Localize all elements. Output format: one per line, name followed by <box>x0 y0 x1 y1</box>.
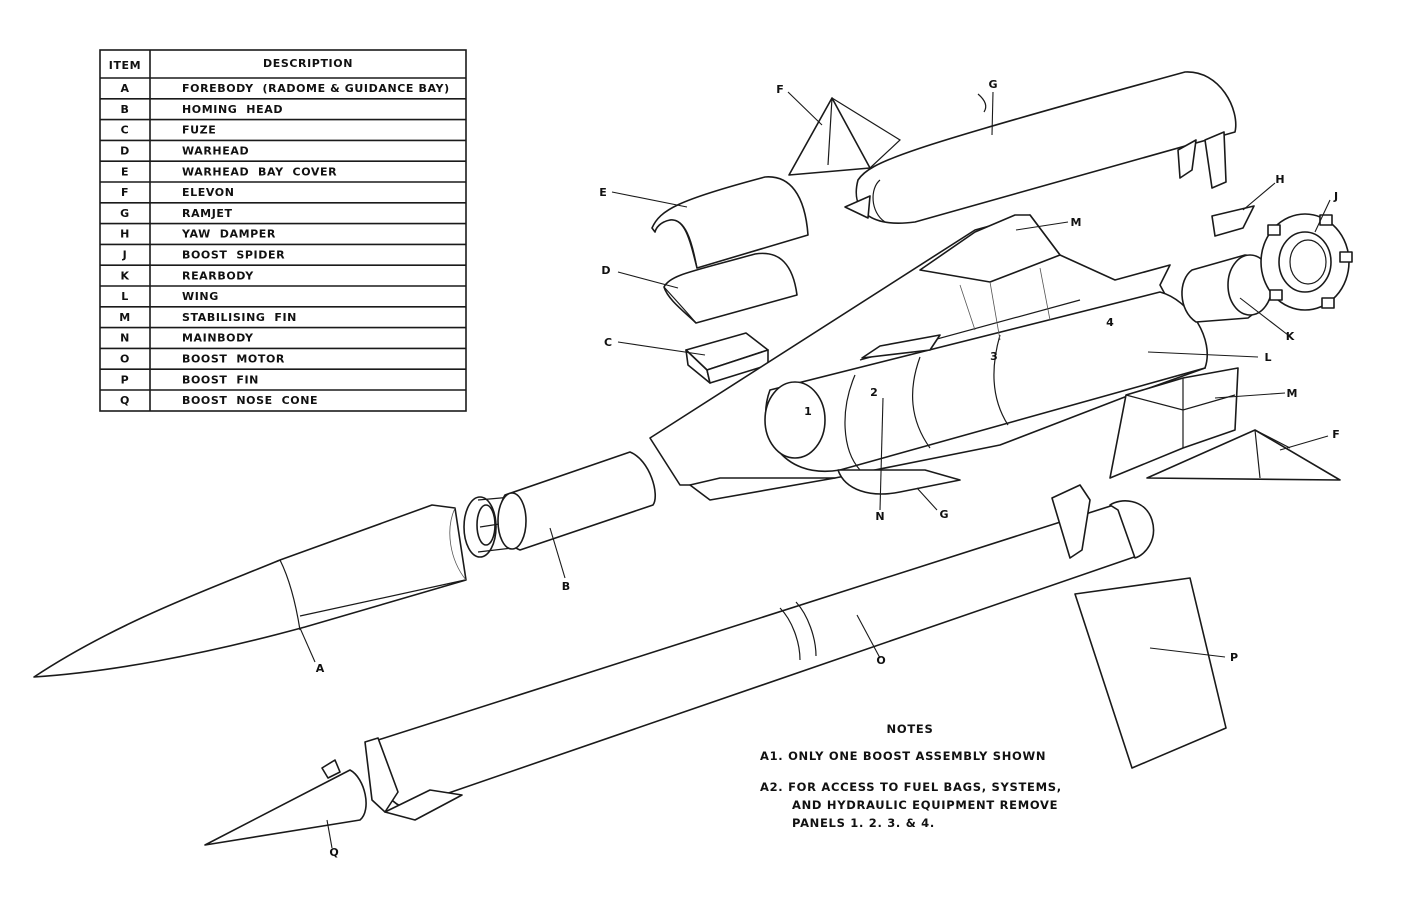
callout-p: P <box>1230 651 1238 664</box>
panel-2-label: 2 <box>870 386 878 399</box>
table-cell-item: L <box>121 290 129 303</box>
warhead-bay-cover-part <box>651 176 809 269</box>
table-cell-description: WARHEAD BAY COVER <box>182 165 337 178</box>
callout-j: J <box>1333 190 1338 203</box>
table-cell-description: REARBODY <box>182 269 254 282</box>
fuze-part <box>685 332 769 384</box>
callout-e: E <box>599 186 607 199</box>
table-cell-description: BOOST NOSE CONE <box>182 394 318 407</box>
table-cell-item: O <box>120 353 130 366</box>
boost-fin-part <box>1074 577 1227 769</box>
table-cell-description: FOREBODY (RADOME & GUIDANCE BAY) <box>182 82 450 95</box>
table-cell-item: M <box>119 311 131 324</box>
callout-b: B <box>562 580 570 593</box>
callout-a: A <box>316 662 325 675</box>
table-cell-description: BOOST SPIDER <box>182 249 285 262</box>
homing-head-part <box>463 451 657 558</box>
table-cell-description: WING <box>182 290 219 303</box>
table-cell-description: STABILISING FIN <box>182 311 297 324</box>
table-cell-item: D <box>120 145 130 158</box>
table-cell-item: E <box>121 165 129 178</box>
warhead-part <box>663 252 798 324</box>
callout-o: O <box>876 654 885 667</box>
table-cell-description: MAINBODY <box>182 332 254 345</box>
table-cell-description: RAMJET <box>182 207 233 220</box>
table-cell-item: H <box>120 228 130 241</box>
boost-nose-cone-part <box>204 759 367 846</box>
table-cell-item: Q <box>120 394 130 407</box>
table-cell-item: J <box>122 249 128 262</box>
table-cell-description: WARHEAD <box>182 145 249 158</box>
note-a2-line2: AND HYDRAULIC EQUIPMENT REMOVE <box>792 798 1058 812</box>
stabilising-fin-right-part <box>1109 367 1239 479</box>
notes-block: NOTES A1. ONLY ONE BOOST ASSEMBLY SHOWN … <box>760 722 1062 830</box>
table-cell-description: HOMING HEAD <box>182 103 283 116</box>
callout-c: C <box>604 336 612 349</box>
elevon-top-part <box>788 97 901 176</box>
table-cell-item: F <box>121 186 129 199</box>
callout-labels: A B C D E F G M H J K L M F G N O P Q <box>316 78 1340 859</box>
boost-motor-part <box>364 484 1155 821</box>
panel-1-label: 1 <box>804 405 812 418</box>
table-cell-description: BOOST FIN <box>182 373 259 386</box>
panel-4-label: 4 <box>1106 316 1114 329</box>
parts-table: ITEM DESCRIPTION A FOREBODY (RADOME & GUI… <box>99 49 467 412</box>
callout-g-bottom: G <box>939 508 948 521</box>
callout-q: Q <box>329 846 338 859</box>
callout-g-top: G <box>988 78 997 91</box>
table-cell-description: FUZE <box>182 124 216 137</box>
table-cell-description: BOOST MOTOR <box>182 353 285 366</box>
table-cell-description: ELEVON <box>182 186 235 199</box>
panel-3-label: 3 <box>990 350 998 363</box>
callout-l: L <box>1264 351 1271 364</box>
table-header-description: DESCRIPTION <box>263 57 353 70</box>
mainbody-part <box>649 214 1208 501</box>
note-a2-line1: A2. FOR ACCESS TO FUEL BAGS, SYSTEMS, <box>760 780 1062 794</box>
callout-d: D <box>601 264 610 277</box>
note-a1: A1. ONLY ONE BOOST ASSEMBLY SHOWN <box>760 749 1046 763</box>
table-header-item: ITEM <box>109 59 141 72</box>
panel-numbers: 1 2 3 4 <box>804 316 1114 418</box>
boost-spider-part <box>1260 213 1353 311</box>
note-a2-line3: PANELS 1. 2. 3. & 4. <box>792 816 935 830</box>
table-cell-item: B <box>121 103 130 116</box>
callout-f-right: F <box>1332 428 1340 441</box>
yaw-damper-part <box>1211 205 1255 237</box>
table-row-lines <box>100 98 466 391</box>
forebody-part <box>33 504 467 678</box>
callout-f-top: F <box>776 83 784 96</box>
table-cell-item: N <box>120 332 130 345</box>
table-cell-item: C <box>121 124 130 137</box>
table-cell-item: G <box>120 207 130 220</box>
callout-n: N <box>875 510 884 523</box>
callout-m-right: M <box>1287 387 1298 400</box>
notes-title: NOTES <box>887 722 934 736</box>
table-cell-item: A <box>120 82 129 95</box>
leader-lines <box>299 91 1331 849</box>
table-cell-description: YAW DAMPER <box>181 228 276 241</box>
callout-m-top: M <box>1071 216 1082 229</box>
table-cell-item: P <box>121 373 130 386</box>
elevon-right-part <box>1146 429 1341 481</box>
table-rows: A FOREBODY (RADOME & GUIDANCE BAY) B HOMING… <box>119 82 449 407</box>
callout-k: K <box>1286 330 1295 343</box>
table-cell-item: K <box>120 269 129 282</box>
ramjet-top-part <box>844 71 1237 224</box>
callout-h: H <box>1275 173 1284 186</box>
